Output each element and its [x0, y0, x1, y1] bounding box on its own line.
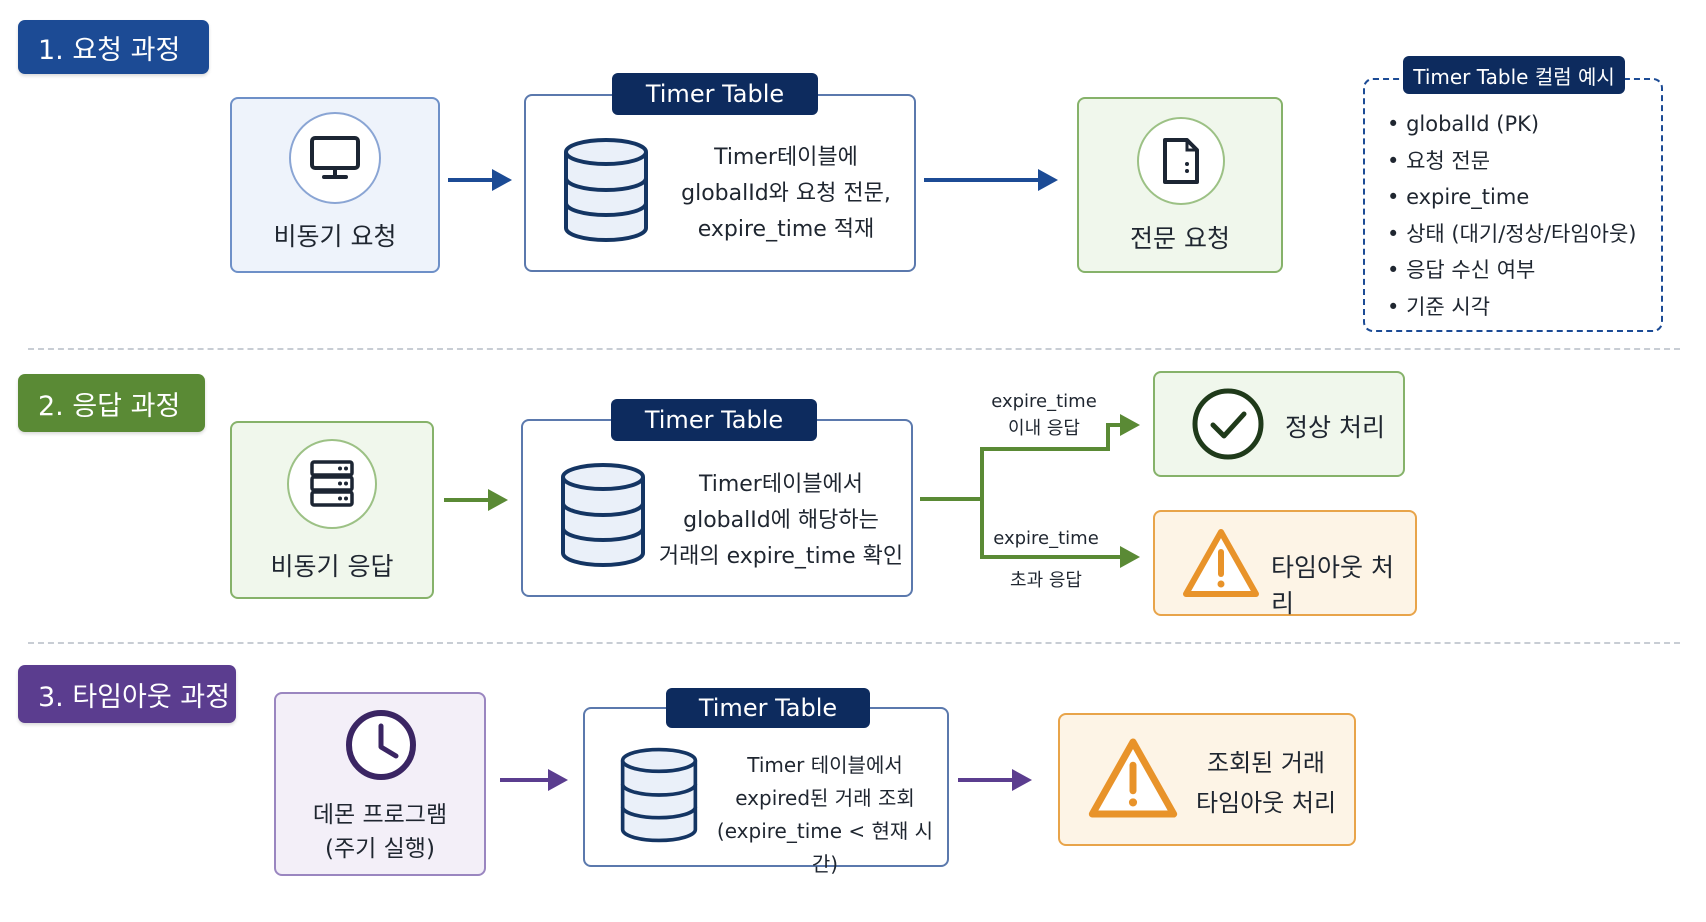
- section-divider: [28, 642, 1680, 644]
- columns-example-box: • globalId (PK) • 요청 전문 • expire_time • …: [1363, 78, 1663, 332]
- monitor-icon: [289, 112, 381, 204]
- async-response-label: 비동기 응답: [270, 552, 394, 581]
- section-title-response: 2. 응답 과정: [18, 374, 205, 432]
- column-item: • globalId (PK): [1387, 112, 1540, 136]
- timer-table-box-request: Timer테이블에 globalId와 요청 전문, expire_time 적…: [524, 94, 916, 272]
- within-label-line: 이내 응답: [1008, 418, 1080, 439]
- within-label-line: expire_time: [991, 391, 1097, 412]
- exceed-label-1: expire_time: [993, 528, 1099, 549]
- document-icon: [1137, 117, 1225, 205]
- column-item: • 기준 시각: [1387, 294, 1491, 319]
- column-item: • 상태 (대기/정상/타임아웃): [1387, 221, 1637, 246]
- result-line: 조회된 거래: [1206, 749, 1326, 777]
- timer-line: expired된 거래 조회: [735, 786, 915, 810]
- warning-icon: [1086, 735, 1180, 825]
- arrow-timer-to-result: [958, 769, 1032, 791]
- clock-icon: [344, 708, 418, 786]
- timeout-result-label: 조회된 거래 타임아웃 처리: [1186, 743, 1346, 823]
- async-request-label: 비동기 요청: [273, 222, 397, 251]
- warning-icon: [1181, 526, 1261, 604]
- columns-list: • globalId (PK) • 요청 전문 • expire_time • …: [1387, 106, 1636, 325]
- normal-processing-label: 정상 처리: [1285, 413, 1385, 442]
- timer-line: globalId에 해당하는: [683, 508, 879, 533]
- timer-line: Timer 테이블에서: [747, 753, 903, 777]
- timer-table-header-timeout: Timer Table: [666, 688, 870, 728]
- async-request-box: 비동기 요청: [230, 97, 440, 273]
- async-response-box: 비동기 응답: [230, 421, 434, 599]
- arrow-response-to-timer: [444, 489, 508, 511]
- daemon-program-box: 데몬 프로그램 (주기 실행): [274, 692, 486, 876]
- columns-example-title: Timer Table 컬럼 예시: [1403, 56, 1625, 94]
- timer-line: (expire_time < 현재 시간): [716, 819, 934, 876]
- check-circle-icon: [1191, 387, 1265, 465]
- arrow-daemon-to-timer: [500, 769, 568, 791]
- branch-arrows: [920, 414, 1140, 568]
- database-icon: [619, 747, 699, 847]
- normal-processing-box: 정상 처리: [1153, 371, 1405, 477]
- database-icon: [559, 463, 647, 571]
- result-line: 타임아웃 처리: [1195, 789, 1337, 817]
- message-request-label: 전문 요청: [1130, 224, 1230, 253]
- daemon-line: 데몬 프로그램: [312, 802, 448, 828]
- server-icon: [287, 439, 377, 529]
- column-item: • 요청 전문: [1387, 148, 1491, 173]
- daemon-line: (주기 실행): [325, 836, 435, 862]
- daemon-program-label: 데몬 프로그램 (주기 실행): [276, 798, 484, 866]
- timer-table-header-request: Timer Table: [612, 73, 818, 115]
- timer-table-box-response: Timer테이블에서 globalId에 해당하는 거래의 expire_tim…: [521, 419, 913, 597]
- arrow-request-to-timer: [448, 169, 512, 191]
- timer-table-description-response: Timer테이블에서 globalId에 해당하는 거래의 expire_tim…: [653, 467, 909, 575]
- section-title-timeout: 3. 타임아웃 과정: [18, 665, 236, 723]
- timer-table-header-response: Timer Table: [611, 399, 817, 441]
- message-request-box: 전문 요청: [1077, 97, 1283, 273]
- timer-line: globalId와 요청 전문,: [681, 181, 891, 206]
- column-item: • expire_time: [1387, 185, 1530, 209]
- timer-line: expire_time 적재: [697, 217, 875, 242]
- arrow-timer-to-message: [924, 169, 1058, 191]
- timer-table-box-timeout: Timer 테이블에서 expired된 거래 조회 (expire_time …: [583, 707, 949, 876]
- section-divider: [28, 348, 1680, 350]
- timer-line: Timer테이블에: [714, 145, 858, 170]
- timeout-result-box: 조회된 거래 타임아웃 처리: [1058, 713, 1356, 846]
- timer-line: 거래의 expire_time 확인: [658, 544, 904, 569]
- timer-table-description-timeout: Timer 테이블에서 expired된 거래 조회 (expire_time …: [707, 749, 943, 881]
- section-title-request: 1. 요청 과정: [18, 20, 209, 74]
- database-icon: [562, 138, 650, 246]
- timeout-processing-label: 타임아웃 처리: [1271, 553, 1394, 618]
- within-expire-label: expire_time 이내 응답: [978, 388, 1110, 442]
- timer-table-description-request: Timer테이블에 globalId와 요청 전문, expire_time 적…: [666, 140, 906, 248]
- timer-line: Timer테이블에서: [698, 472, 864, 497]
- column-item: • 응답 수신 여부: [1387, 258, 1536, 282]
- exceed-label-2: 초과 응답: [1010, 570, 1082, 591]
- timeout-processing-box: 타임아웃 처리: [1153, 510, 1417, 618]
